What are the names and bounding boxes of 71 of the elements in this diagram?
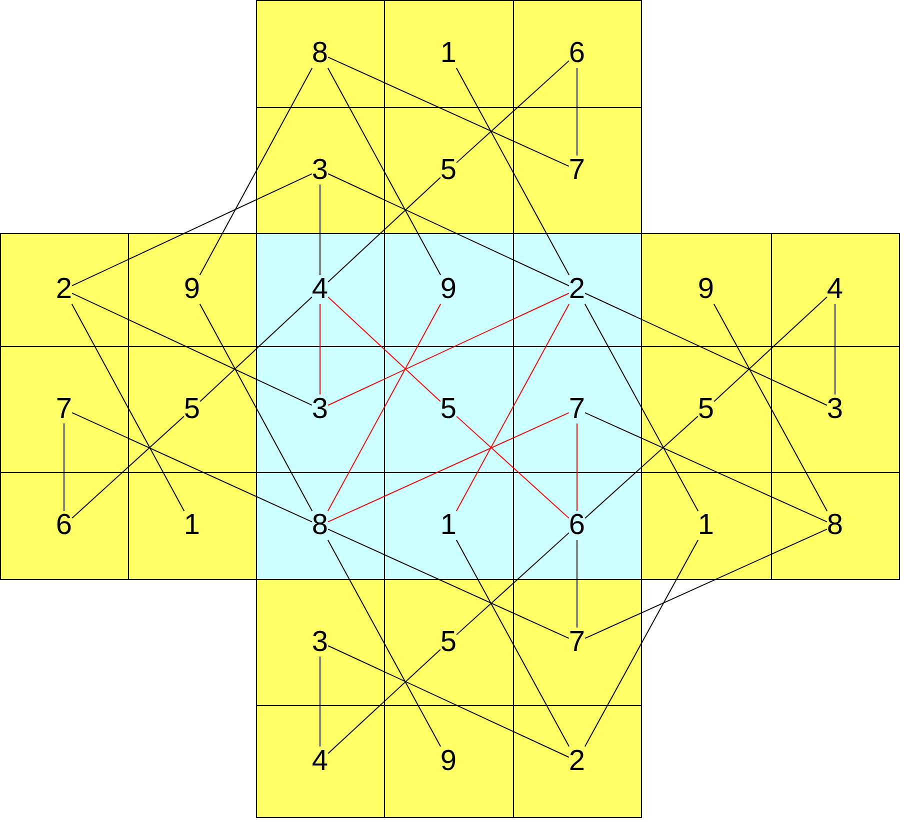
number: 5 xyxy=(440,628,457,656)
number: 3 xyxy=(312,628,328,656)
number: 5 xyxy=(184,394,200,424)
number: 7 xyxy=(568,156,586,184)
connector-line xyxy=(328,296,441,402)
number: 1 xyxy=(698,511,714,540)
connector-line xyxy=(328,648,441,754)
number: 3 xyxy=(312,394,328,424)
number: 5 xyxy=(440,156,457,184)
connector-line xyxy=(72,412,312,522)
number: 4 xyxy=(312,275,328,304)
number: 8 xyxy=(826,511,844,540)
connector-line xyxy=(328,173,570,286)
connector-line xyxy=(576,423,578,512)
number: 9 xyxy=(440,275,457,304)
number: 6 xyxy=(568,39,586,68)
connector-line xyxy=(72,173,312,286)
number: 5 xyxy=(440,394,457,424)
connector-line xyxy=(328,177,441,282)
connector-line xyxy=(584,528,828,639)
connector-line xyxy=(327,68,442,276)
connector-line xyxy=(584,304,699,512)
connector-line xyxy=(576,540,578,628)
number: 6 xyxy=(56,511,72,540)
number: 1 xyxy=(184,511,200,540)
number: 8 xyxy=(312,39,328,68)
number: 7 xyxy=(568,628,586,656)
connector-line xyxy=(456,416,570,519)
number: 4 xyxy=(312,746,328,776)
connector-line xyxy=(456,304,570,512)
number: 9 xyxy=(698,275,714,304)
number: 9 xyxy=(184,275,200,304)
number: 9 xyxy=(440,746,457,776)
number: 2 xyxy=(568,275,586,304)
connector-line xyxy=(199,68,313,276)
connector-line xyxy=(576,68,578,156)
number: 1 xyxy=(440,511,457,540)
number: 4 xyxy=(826,275,844,304)
connector-line xyxy=(328,645,570,758)
connector-line xyxy=(71,304,185,512)
connector-line xyxy=(328,412,570,522)
connector-line xyxy=(456,532,570,636)
connector-line xyxy=(72,416,184,519)
number: 3 xyxy=(312,156,328,184)
connector-line xyxy=(584,540,699,747)
number: 2 xyxy=(568,746,586,776)
connector-line xyxy=(328,56,570,167)
connector-line xyxy=(834,304,836,395)
number: 7 xyxy=(56,394,72,424)
connector-line xyxy=(327,540,442,747)
number: 7 xyxy=(568,394,586,424)
number: 1 xyxy=(440,39,457,68)
number: 5 xyxy=(698,394,714,424)
connector-line xyxy=(584,416,698,519)
number: 3 xyxy=(826,394,844,424)
connector-line xyxy=(456,540,570,747)
connector-line xyxy=(456,68,570,276)
connector-line xyxy=(199,304,313,512)
connector-line xyxy=(328,292,570,406)
connector-line xyxy=(72,292,312,406)
connector-line xyxy=(584,292,828,406)
number: 8 xyxy=(312,511,328,540)
connector-line xyxy=(328,528,570,639)
number: 6 xyxy=(568,511,586,540)
connector-line xyxy=(713,304,828,512)
connector-line xyxy=(200,296,312,402)
connector-line xyxy=(714,296,828,402)
number: 2 xyxy=(56,275,72,304)
connector-line xyxy=(327,304,442,512)
connector-line xyxy=(456,60,570,164)
connector-line xyxy=(584,412,828,522)
